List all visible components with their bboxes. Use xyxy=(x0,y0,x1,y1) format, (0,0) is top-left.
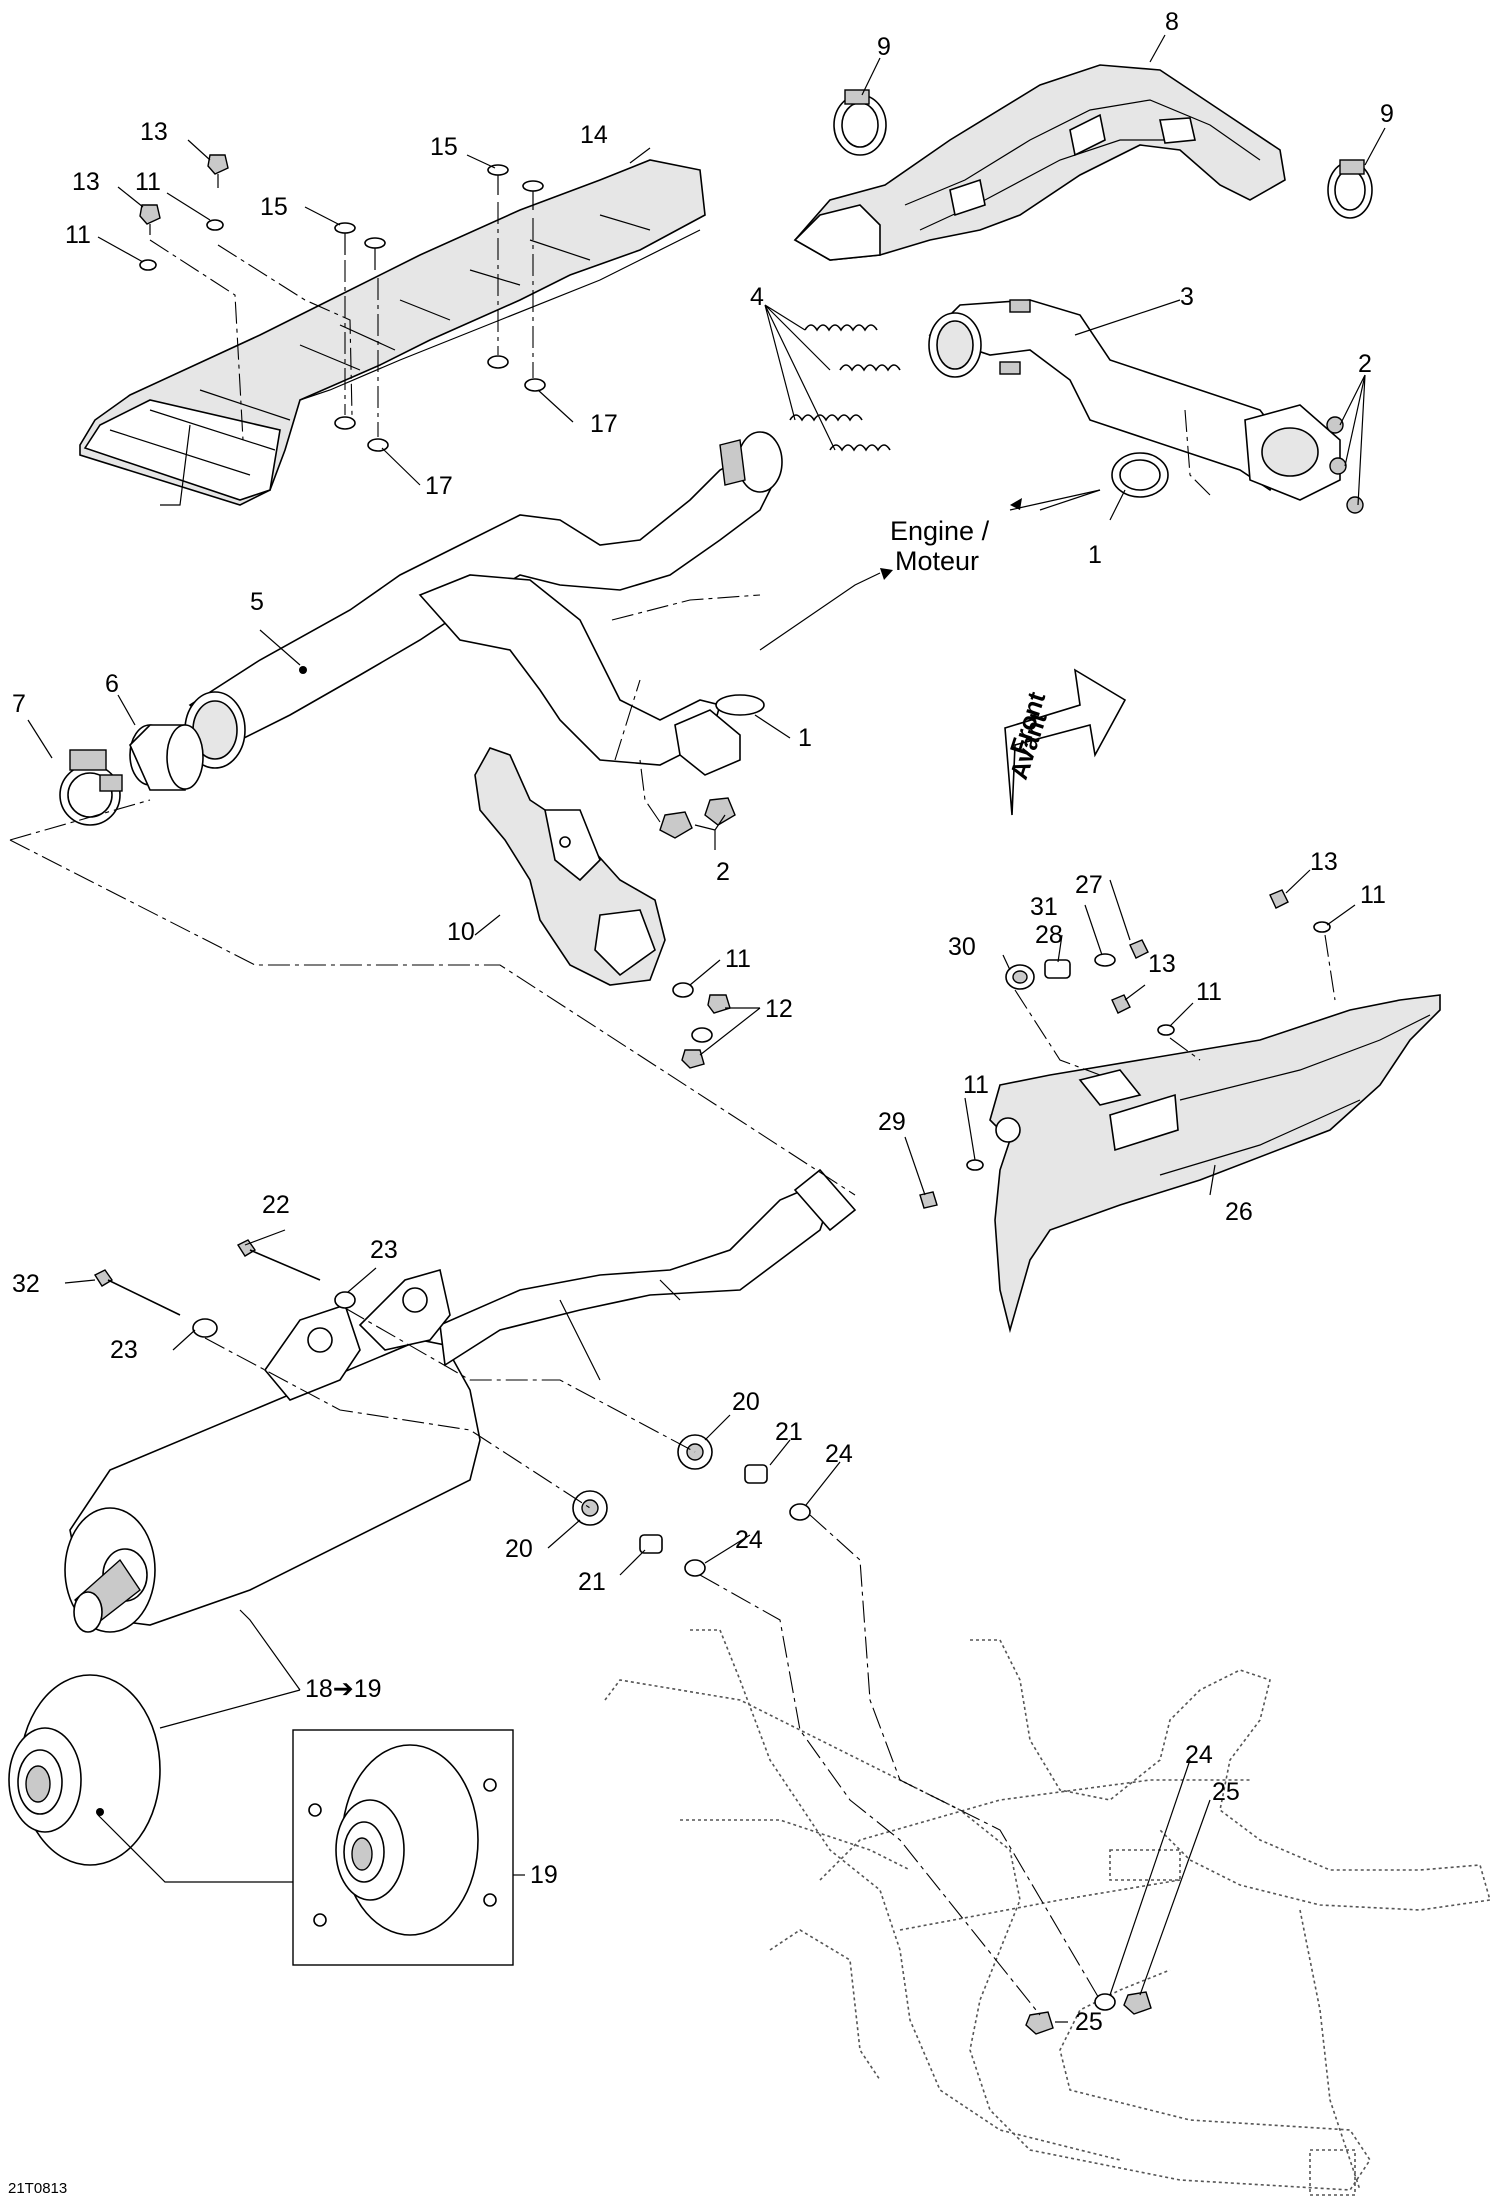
engine-label: Engine / Moteur xyxy=(890,516,990,576)
inset-box-19 xyxy=(292,1729,514,1966)
muffler-18 xyxy=(64,1339,481,1633)
callout-30: 30 xyxy=(948,933,976,961)
callout-8: 8 xyxy=(1165,8,1179,36)
engine-label-line2: Moteur xyxy=(895,546,979,576)
callout-31: 31 xyxy=(1030,893,1058,921)
fasteners-top-left xyxy=(139,154,546,452)
callout-28: 28 xyxy=(1035,921,1063,949)
callout-25-a: 25 xyxy=(1212,1778,1240,1806)
callout-15-b: 15 xyxy=(260,193,288,221)
sleeve-6 xyxy=(129,724,204,791)
frame-phantom xyxy=(604,1629,1492,2196)
muffler-pipe xyxy=(439,1168,857,1381)
callout-4: 4 xyxy=(750,283,764,311)
callout-11-a: 11 xyxy=(135,168,161,196)
callout-3: 3 xyxy=(1180,283,1194,311)
heat-shield-14 xyxy=(79,159,706,506)
callout-23-b: 23 xyxy=(110,1336,138,1364)
fasteners-11-12-lower-left xyxy=(672,982,731,1069)
nuts-2-lower xyxy=(659,797,736,839)
nuts-25-washer-24 xyxy=(1025,1991,1152,2035)
callout-1-upper: 1 xyxy=(1088,541,1102,569)
clamp-7 xyxy=(59,749,123,826)
callout-17-b: 17 xyxy=(425,472,453,500)
callout-10: 10 xyxy=(447,918,475,946)
exhaust-pipe-3 xyxy=(928,299,1341,501)
header-pipe-5 xyxy=(184,431,783,776)
callout-12: 12 xyxy=(765,995,793,1023)
callout-21-a: 21 xyxy=(775,1418,803,1446)
engine-label-line1: Engine / xyxy=(890,516,990,546)
callout-14: 14 xyxy=(580,121,608,149)
callout-17-a: 17 xyxy=(590,410,618,438)
callout-20-b: 20 xyxy=(505,1535,533,1563)
callout-1-lower: 1 xyxy=(798,724,812,752)
callout-25-b: 25 xyxy=(1075,2008,1103,2036)
callout-24-a: 24 xyxy=(825,1440,853,1468)
callout-22: 22 xyxy=(262,1191,290,1219)
callout-27: 27 xyxy=(1075,871,1103,899)
callout-13-c: 13 xyxy=(1310,848,1338,876)
clamp-9-right xyxy=(1327,159,1373,219)
callout-18-19: 18➔19 xyxy=(305,1675,382,1703)
callout-2-lower: 2 xyxy=(716,858,730,886)
callout-11-b: 11 xyxy=(65,221,91,249)
callout-11-e: 11 xyxy=(1196,978,1222,1006)
callout-23-a: 23 xyxy=(370,1236,398,1264)
callout-13-a: 13 xyxy=(140,118,168,146)
callout-21-b: 21 xyxy=(578,1568,606,1596)
callout-7: 7 xyxy=(12,690,26,718)
diagram-code: 21T0813 xyxy=(8,2180,67,2197)
bolts-22-32-washers-23 xyxy=(93,1239,356,1338)
heat-shield-8 xyxy=(793,64,1286,261)
nuts-2-upper xyxy=(1326,416,1364,514)
leader-lines xyxy=(27,34,1386,2023)
callout-11-d: 11 xyxy=(1360,881,1386,909)
heat-shield-10 xyxy=(474,747,666,986)
callout-9-left: 9 xyxy=(877,33,891,61)
callout-labels: 1 1 2 2 3 4 5 6 7 8 9 9 10 11 11 11 11 1… xyxy=(12,8,1394,2036)
callout-26: 26 xyxy=(1225,1198,1253,1226)
muffler-brackets xyxy=(263,1268,451,1401)
callout-13-b: 13 xyxy=(72,168,100,196)
callout-29: 29 xyxy=(878,1108,906,1136)
callout-24-b: 24 xyxy=(735,1526,763,1554)
callout-9-right: 9 xyxy=(1380,100,1394,128)
callout-11-c: 11 xyxy=(725,945,751,973)
gasket-1-lower xyxy=(715,694,765,716)
callout-11-f: 11 xyxy=(963,1071,989,1099)
assembly-lines xyxy=(9,202,1336,2016)
clamp-9-left xyxy=(833,89,887,156)
callout-19: 19 xyxy=(530,1861,558,1889)
callout-5: 5 xyxy=(250,588,264,616)
springs-4 xyxy=(789,324,901,452)
callout-6: 6 xyxy=(105,670,119,698)
gasket-1-upper xyxy=(1111,452,1169,498)
callout-15-a: 15 xyxy=(430,133,458,161)
callout-24-c: 24 xyxy=(1185,1741,1213,1769)
callout-2-upper: 2 xyxy=(1358,350,1372,378)
callout-13-d: 13 xyxy=(1148,950,1176,978)
muffler-cap-19 xyxy=(8,1674,161,1866)
heat-shield-26 xyxy=(989,994,1441,1334)
callout-32: 32 xyxy=(12,1270,40,1298)
callout-20-a: 20 xyxy=(732,1388,760,1416)
front-arrow: Front Avant xyxy=(1004,668,1127,816)
grommets-sleeves-washers xyxy=(572,1434,811,1577)
